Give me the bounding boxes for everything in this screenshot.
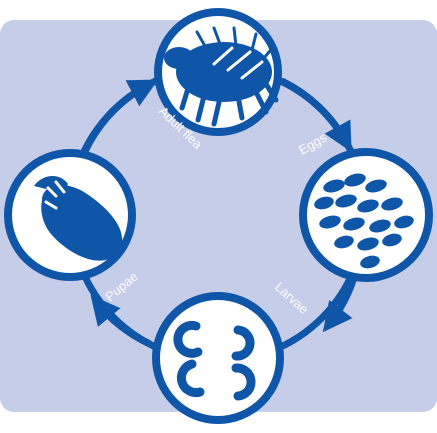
stage-larvae	[152, 292, 284, 424]
larvae-icon	[173, 320, 256, 401]
stage-adult-flea	[154, 8, 282, 136]
stage-pupae	[4, 149, 136, 281]
arrow-pupae-to-adult	[78, 79, 159, 158]
stage-eggs	[299, 148, 433, 282]
arrow-adult-to-eggs	[280, 77, 352, 153]
arrow-larvae-to-pupae	[90, 294, 152, 348]
eggs-icon	[314, 173, 414, 269]
pupa-icon	[34, 175, 123, 261]
flea-icon	[164, 26, 279, 127]
